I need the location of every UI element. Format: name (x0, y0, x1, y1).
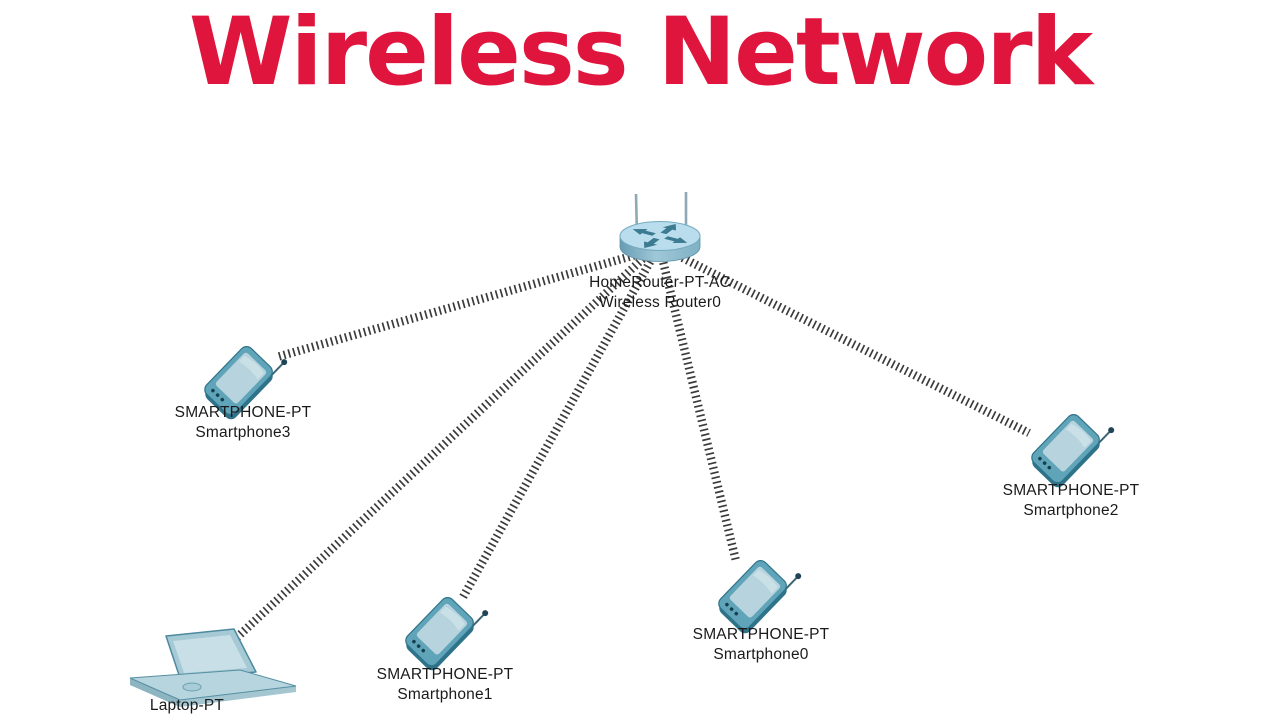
device-smartphone1[interactable]: SMARTPHONE-PT Smartphone1 (377, 581, 513, 703)
device-smartphone3[interactable]: SMARTPHONE-PT Smartphone3 (175, 330, 311, 441)
device-model-label: HomeRouter-PT-AC (589, 274, 731, 291)
device-model-label: Laptop-PT (149, 697, 225, 714)
device-laptop0[interactable]: Laptop-PT (126, 628, 302, 714)
device-name-label: Smartphone2 (1023, 502, 1119, 519)
device-wireless-router0[interactable]: HomeRouter-PT-AC Wireless Router0 (589, 190, 731, 311)
wireless-link-smartphone1[interactable] (459, 250, 659, 600)
device-model-label: SMARTPHONE-PT (376, 666, 514, 683)
wireless-link-smartphone3[interactable] (275, 245, 655, 362)
device-labels: SMARTPHONE-PT Smartphone0 (621, 625, 901, 665)
device-smartphone2[interactable]: SMARTPHONE-PT Smartphone2 (1003, 398, 1139, 519)
device-smartphone0[interactable]: SMARTPHONE-PT Smartphone0 (693, 544, 829, 663)
device-model-label: SMARTPHONE-PT (692, 626, 830, 643)
smartphone-icon[interactable] (393, 581, 489, 677)
device-name-label: Smartphone1 (397, 686, 493, 703)
smartphone-icon[interactable] (1019, 398, 1115, 494)
wireless-router-icon[interactable] (612, 190, 708, 274)
device-labels: SMARTPHONE-PT Smartphone2 (931, 481, 1211, 521)
device-model-label: SMARTPHONE-PT (174, 404, 312, 421)
device-model-label: SMARTPHONE-PT (1002, 482, 1140, 499)
device-labels: HomeRouter-PT-AC Wireless Router0 (520, 273, 800, 313)
wireless-link-smartphone0[interactable] (656, 251, 741, 563)
device-labels: Laptop-PT (47, 696, 327, 716)
device-labels: SMARTPHONE-PT Smartphone3 (103, 403, 383, 443)
device-name-label: Smartphone3 (195, 424, 291, 441)
device-name-label: Wireless Router0 (598, 294, 722, 311)
page-title: Wireless Network (188, 0, 1093, 107)
device-name-label: Smartphone0 (713, 646, 809, 663)
device-labels: SMARTPHONE-PT Smartphone1 (305, 665, 585, 705)
